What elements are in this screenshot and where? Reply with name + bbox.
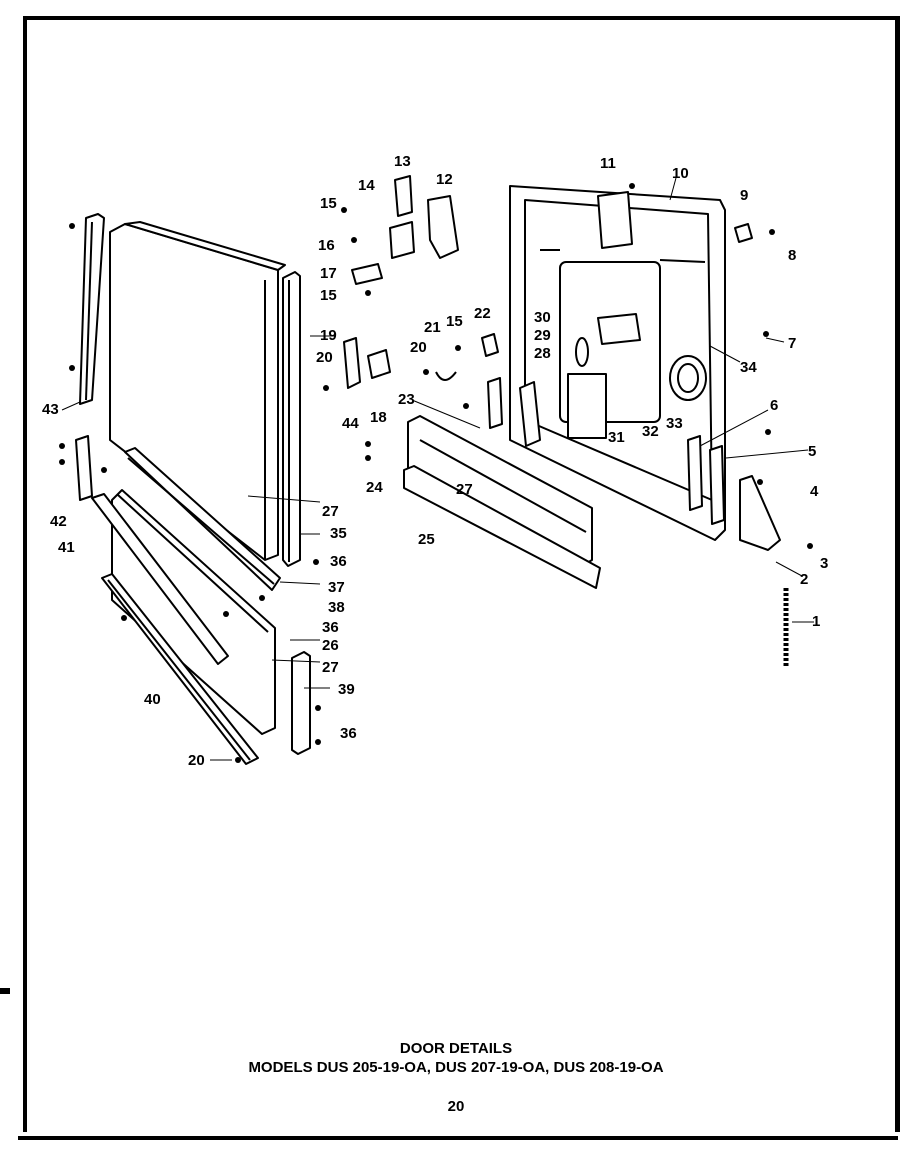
label-40: 40 xyxy=(144,691,161,708)
label-13: 13 xyxy=(394,153,411,170)
model-list: MODELS DUS 205-19-OA, DUS 207-19-OA, DUS… xyxy=(248,1059,664,1076)
bracket-5 xyxy=(709,445,725,525)
control-console xyxy=(403,415,601,589)
label-23: 23 xyxy=(398,391,415,408)
outer-door-panel xyxy=(109,221,286,561)
label-28: 28 xyxy=(534,345,551,362)
label-18: 18 xyxy=(370,409,387,426)
page-bottom-rule xyxy=(18,1136,898,1140)
diagram-title: DOOR DETAILS xyxy=(399,1040,513,1057)
label-30: 30 xyxy=(534,309,551,326)
bracket-6 xyxy=(687,435,703,511)
clip-9 xyxy=(734,223,753,243)
page-bottom-margin xyxy=(0,1132,912,1152)
bracket-22 xyxy=(481,333,499,357)
side-trim-39 xyxy=(291,651,311,755)
hinge-assembly xyxy=(389,175,459,259)
top-bracket-11 xyxy=(597,191,633,249)
part-number-labels: 1 2 3 4 5 6 7 8 9 10 11 12 13 14 15 15 1… xyxy=(42,153,828,769)
label-41: 41 xyxy=(58,539,75,556)
label-26: 26 xyxy=(322,637,339,654)
label-20-c: 20 xyxy=(188,752,205,769)
label-36-a: 36 xyxy=(330,553,347,570)
label-38: 38 xyxy=(328,599,345,616)
right-side-trim xyxy=(282,271,301,567)
label-6: 6 xyxy=(770,397,778,414)
label-33: 33 xyxy=(666,415,683,432)
label-15-a: 15 xyxy=(320,195,337,212)
page-border xyxy=(23,16,900,1139)
label-9: 9 xyxy=(740,187,748,204)
page-number: 20 xyxy=(447,1098,465,1115)
label-27-b: 27 xyxy=(322,659,339,676)
label-2: 2 xyxy=(800,571,808,588)
label-22: 22 xyxy=(474,305,491,322)
label-8: 8 xyxy=(788,247,796,264)
label-19: 19 xyxy=(320,327,337,344)
label-36-b: 36 xyxy=(322,619,339,636)
label-11: 11 xyxy=(600,155,616,172)
bracket-44 xyxy=(343,337,361,389)
lower-trim-41 xyxy=(91,493,229,665)
latch-assembly xyxy=(567,313,641,439)
leader-lines xyxy=(61,177,814,761)
label-36-c: 36 xyxy=(340,725,357,742)
left-trim-strip xyxy=(79,213,105,405)
hinge-lever-2 xyxy=(739,475,781,551)
clip-21 xyxy=(435,371,457,381)
label-20-a: 20 xyxy=(316,349,333,366)
label-27-c: 27 xyxy=(456,481,473,498)
hinge-arm-18 xyxy=(367,349,391,379)
label-21: 21 xyxy=(424,319,441,336)
label-25: 25 xyxy=(418,531,435,548)
label-37: 37 xyxy=(328,579,345,596)
label-43: 43 xyxy=(42,401,59,418)
label-12: 12 xyxy=(436,171,453,188)
screws xyxy=(59,183,813,763)
label-34: 34 xyxy=(740,359,757,376)
label-4: 4 xyxy=(810,483,819,500)
label-35: 35 xyxy=(330,525,347,542)
bracket-23-mount xyxy=(487,377,503,429)
label-7: 7 xyxy=(788,335,796,352)
bottom-trim-strip xyxy=(124,447,281,591)
bracket-17 xyxy=(351,263,383,285)
label-39: 39 xyxy=(338,681,355,698)
detergent-cup xyxy=(669,355,707,401)
label-44: 44 xyxy=(342,415,359,432)
label-5: 5 xyxy=(808,443,816,460)
label-3: 3 xyxy=(820,555,828,572)
label-16: 16 xyxy=(318,237,335,254)
label-42: 42 xyxy=(50,513,67,530)
label-1: 1 xyxy=(812,613,820,630)
latch-mount-plate xyxy=(519,381,541,447)
scan-mark xyxy=(0,988,10,994)
label-15-b: 15 xyxy=(320,287,337,304)
bottom-trim-40 xyxy=(101,573,259,765)
label-29: 29 xyxy=(534,327,551,344)
door-exploded-view: 1 2 3 4 5 6 7 8 9 10 11 12 13 14 15 15 1… xyxy=(42,153,828,769)
side-bracket-42 xyxy=(75,435,93,501)
label-15-c: 15 xyxy=(446,313,463,330)
label-27-a: 27 xyxy=(322,503,339,520)
label-31: 31 xyxy=(608,429,625,446)
label-14: 14 xyxy=(358,177,375,194)
label-17: 17 xyxy=(320,265,337,282)
label-32: 32 xyxy=(642,423,659,440)
label-20-b: 20 xyxy=(410,339,427,356)
label-10: 10 xyxy=(672,165,689,182)
label-24: 24 xyxy=(366,479,383,496)
